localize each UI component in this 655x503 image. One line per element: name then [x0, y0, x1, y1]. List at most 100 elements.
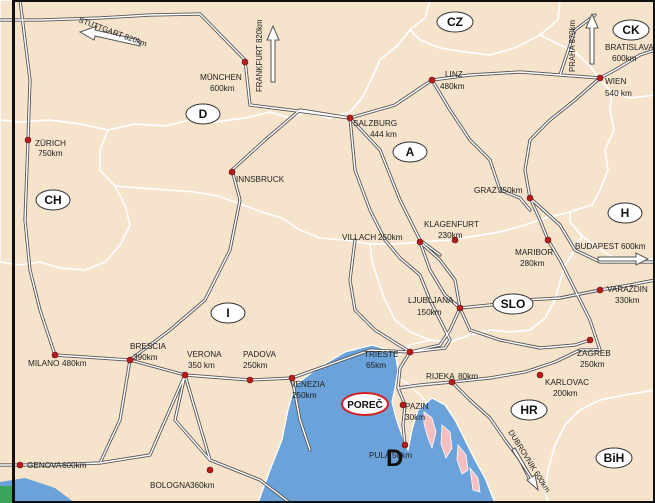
direction-label-frankfurt: FRANKFURT 820km [255, 20, 264, 93]
city-distance-graz: 350km [498, 186, 523, 195]
city-distance-munchen: 600km [210, 84, 235, 93]
city-dot-graz [526, 194, 534, 202]
arrow-dubrovnik-icon [511, 447, 539, 492]
city-distance-bratislava: 600km [612, 54, 637, 63]
city-distance-wien: 540 km [605, 89, 632, 98]
city-label-genova: GENOVA [27, 461, 62, 470]
svg-text:D: D [199, 107, 208, 121]
arrow-budapest-icon [597, 252, 650, 266]
svg-text:CZ: CZ [447, 15, 463, 29]
city-label-padova: PADOVA [243, 350, 276, 359]
ligurian-sea [0, 478, 75, 503]
city-label-trieste: TRIESTE [364, 350, 399, 359]
city-distance-brescia: 390km [133, 353, 158, 362]
city-distance-maribor: 280km [520, 259, 545, 268]
city-label-pula: PULA [369, 451, 391, 460]
city-label-villach: VILLACH [342, 233, 376, 242]
city-distance-padova: 250km [243, 361, 268, 370]
country-badge-a: A [392, 141, 428, 163]
city-label-maribor: MARIBOR [515, 248, 553, 257]
city-dot-verona [181, 371, 189, 379]
city-label-varazdin: VARAŽDIN [607, 284, 648, 294]
city-dot-linz [428, 76, 436, 84]
svg-text:I: I [226, 306, 229, 320]
country-badge-hr: HR [510, 399, 548, 421]
city-label-zurich: ZÜRICH [35, 138, 66, 148]
country-badge-ch: CH [35, 189, 71, 211]
city-distance-karlovac: 200km [553, 389, 578, 398]
arrow-frankfurt-icon [266, 24, 280, 83]
city-distance-linz: 480km [440, 82, 465, 91]
country-badge-slo: SLO [492, 293, 534, 315]
city-dot-venezia [288, 374, 296, 382]
highlight-porec[interactable]: POREČ [341, 392, 389, 416]
city-distance-zurich: 750km [38, 149, 63, 158]
city-distance-ljubljana: 150km [417, 308, 442, 317]
city-dot-villach [416, 238, 424, 246]
city-label-zagreb: ZAGREB [577, 349, 611, 358]
city-distance-pula: 50km [392, 451, 412, 460]
city-label-wien: WIEN [605, 77, 626, 86]
svg-text:SLO: SLO [501, 297, 526, 311]
arrow-praha-icon [585, 12, 599, 65]
city-label-milano: MILANO [28, 359, 59, 368]
city-label-bologna: BOLOGNA [150, 481, 191, 490]
city-dot-zagreb [586, 336, 594, 344]
svg-text:H: H [621, 206, 630, 220]
city-label-ljubljana: LJUBLJANA [408, 296, 454, 305]
city-dot-pazin [399, 401, 407, 409]
svg-text:CH: CH [44, 193, 61, 207]
city-dot-salzburg [346, 114, 354, 122]
svg-text:CK: CK [622, 23, 640, 37]
city-dot-varazdin [596, 286, 604, 294]
city-distance-salzburg: 444 km [370, 130, 397, 139]
city-dot-bologna [206, 466, 214, 474]
city-dot-brescia [126, 356, 134, 364]
city-label-munchen: MÜNCHEN [200, 72, 242, 82]
city-label-budapest: BUDAPEST [575, 242, 619, 251]
city-dot-klagenfurt [451, 236, 459, 244]
svg-text:HR: HR [520, 403, 538, 417]
city-distance-trieste: 65km [366, 361, 386, 370]
direction-label-praha: PRAHA 870km [568, 20, 577, 72]
city-distance-venezia: 250km [292, 391, 317, 400]
svg-text:BiH: BiH [604, 451, 625, 465]
city-dot-genova [16, 461, 24, 469]
city-label-salzburg: SALZBURG [353, 119, 397, 128]
city-dot-milano [51, 351, 59, 359]
city-label-klagenfurt: KLAGENFURT [424, 220, 479, 229]
city-label-pazin: PAZIN [405, 402, 429, 411]
city-dot-pula [401, 441, 409, 449]
city-distance-genova: 600km [62, 461, 87, 470]
country-badge-bih: BiH [595, 447, 633, 469]
country-badge-d: D [185, 103, 221, 125]
svg-text:A: A [406, 145, 415, 159]
city-label-graz: GRAZ [474, 186, 497, 195]
country-badges: CZ CK D A CH H I SLO [35, 11, 650, 469]
city-markers [16, 58, 604, 474]
city-distance-zagreb: 250km [580, 360, 605, 369]
city-distance-villach: 250km [378, 233, 403, 242]
city-distance-pazin: 30km [405, 413, 425, 422]
city-label-rijeka: RIJEKA [426, 372, 455, 381]
city-dot-zurich [24, 136, 32, 144]
city-label-karlovac: KARLOVAC [545, 378, 589, 387]
country-badge-i: I [210, 302, 246, 324]
city-distance-bologna: 360km [190, 481, 215, 490]
islands [423, 411, 481, 493]
country-badge-cz: CZ [436, 11, 474, 33]
city-dot-maribor [544, 236, 552, 244]
city-dot-wien [596, 74, 604, 82]
city-distance-milano: 480km [62, 359, 87, 368]
city-distance-varazdin: 330km [615, 296, 640, 305]
city-dot-rijeka [448, 378, 456, 386]
city-distance-klagenfurt: 230km [438, 231, 463, 240]
corner-strip [0, 486, 14, 503]
city-dot-munchen [241, 58, 249, 66]
city-distance-rijeka: 80km [458, 372, 478, 381]
city-dot-trieste [406, 348, 414, 356]
city-labels: ZÜRICH 750km MÜNCHEN 600km SALZBURG 444 … [27, 43, 654, 490]
adriatic-sea [257, 344, 496, 503]
sea-label: D [386, 445, 403, 472]
